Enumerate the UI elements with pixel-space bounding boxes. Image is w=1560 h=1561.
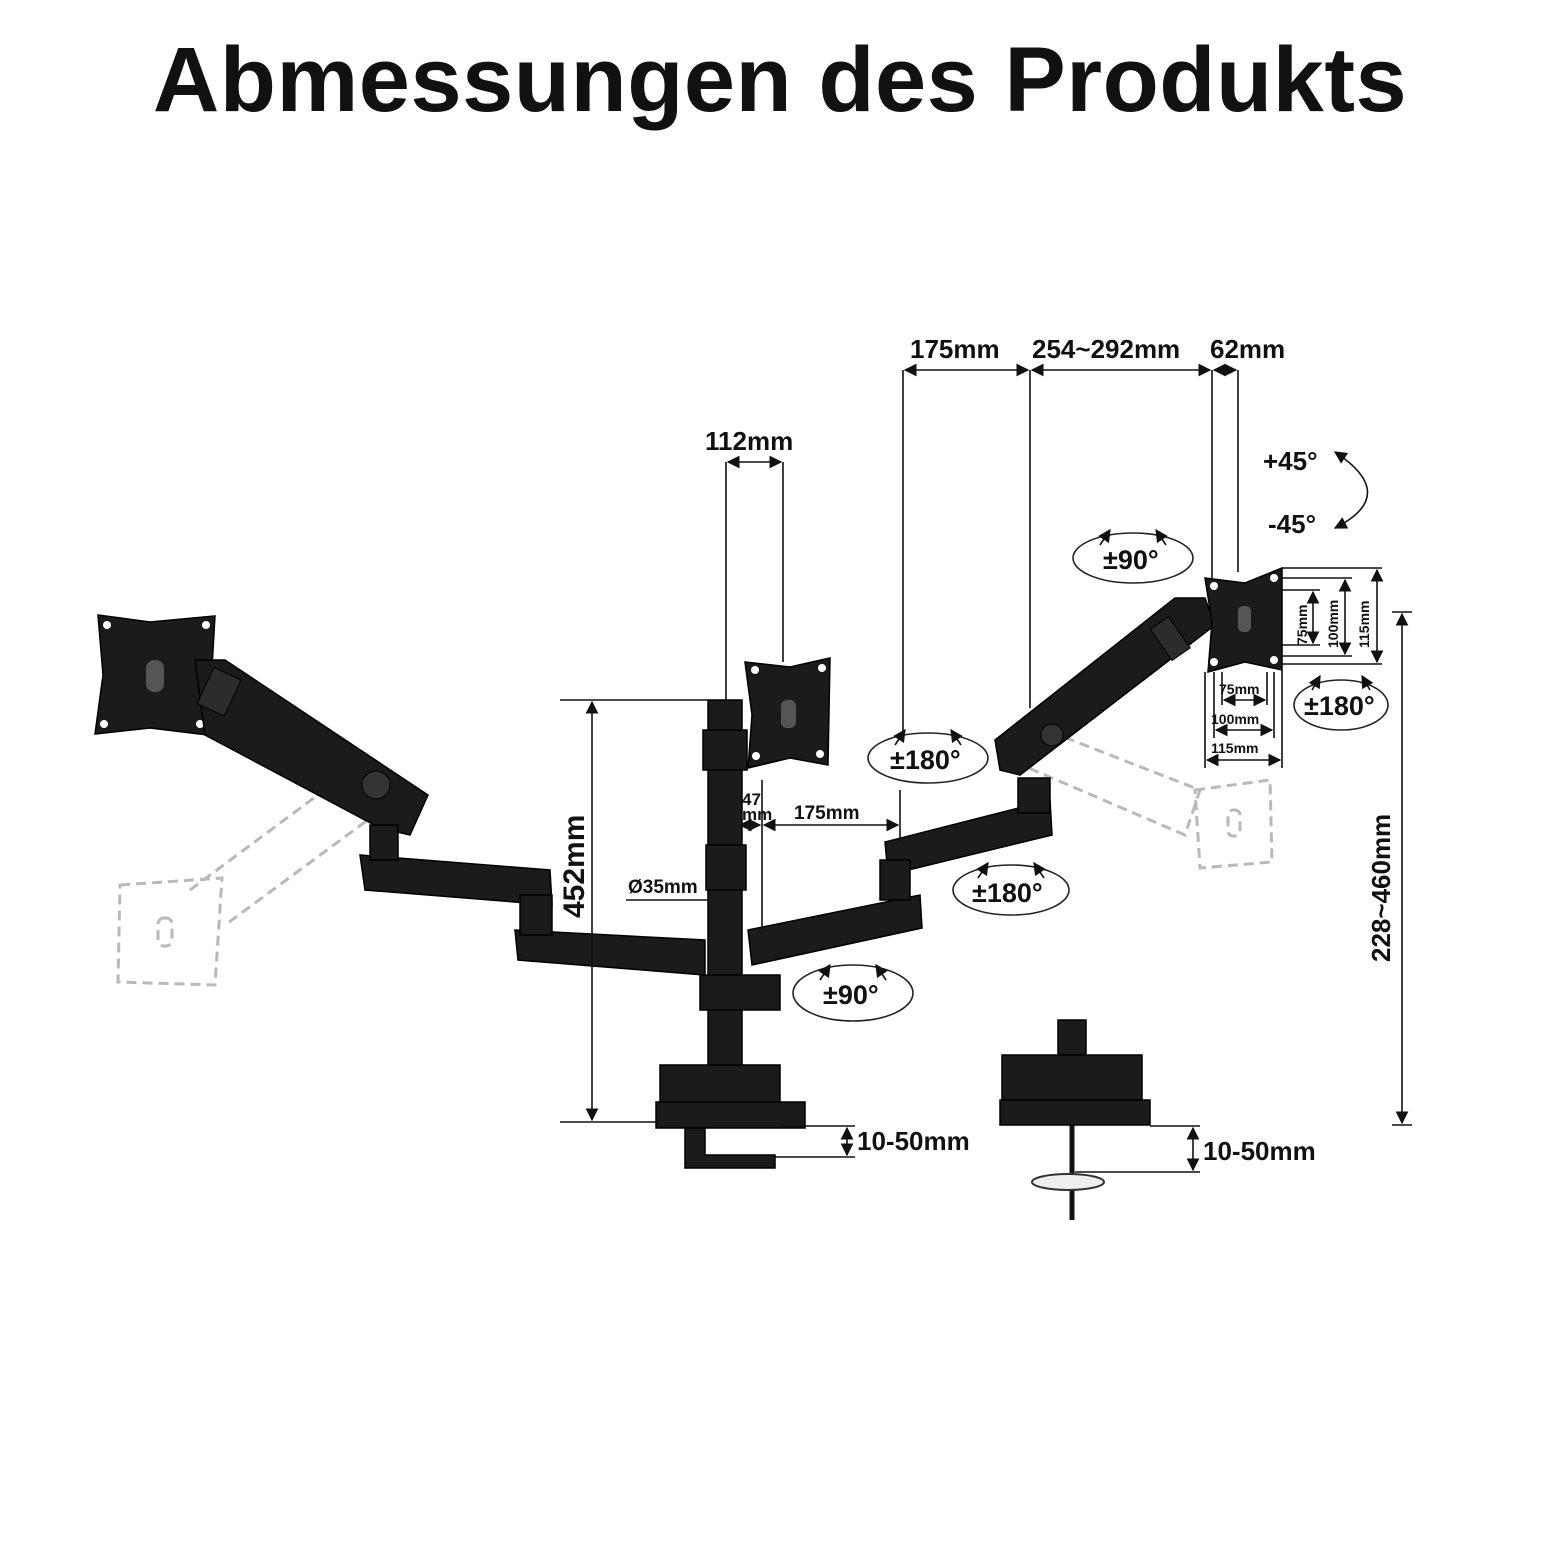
label-clamp-thickness: 10-50mm	[857, 1126, 970, 1156]
left-monitor-plate	[94, 614, 216, 736]
label-vesa-h-75: 75mm	[1219, 681, 1259, 697]
dimension-lines	[560, 363, 1412, 1173]
label-top-175: 175mm	[910, 334, 1000, 364]
label-pole-gap-47: 47	[742, 790, 761, 809]
label-rotate-arm: ±180°	[972, 878, 1043, 908]
right-upper-arm	[994, 597, 1216, 776]
label-tilt-up: +45°	[1263, 446, 1318, 476]
label-pole-height-452: 452mm	[558, 815, 591, 918]
label-vesa-v-75: 75mm	[1294, 605, 1310, 645]
page-title: Abmessungen des Produkts	[152, 29, 1408, 131]
label-vesa-h-115: 115mm	[1211, 740, 1258, 756]
center-pole	[699, 699, 781, 1071]
rotation-indicators	[792, 528, 1389, 1022]
label-top-254-292: 254~292mm	[1032, 334, 1180, 364]
ghost-right-monitor	[1009, 718, 1274, 870]
label-pole-gap-mm: mm	[742, 805, 772, 824]
label-height-range: 228~460mm	[1366, 814, 1396, 962]
label-rotate-mid: ±180°	[890, 745, 961, 775]
grommet-mount	[999, 1019, 1151, 1220]
label-vesa-h-100: 100mm	[1211, 711, 1259, 727]
label-swivel-base: ±90°	[823, 980, 879, 1010]
desk-clamp	[655, 1064, 806, 1169]
label-tilt-down: -45°	[1268, 509, 1316, 539]
label-vesa-v-115: 115mm	[1356, 601, 1372, 648]
label-swivel-top: ±90°	[1103, 545, 1159, 575]
left-upper-arm	[194, 659, 429, 836]
label-grommet-thickness: 10-50mm	[1203, 1136, 1316, 1166]
right-monitor-plate	[1204, 566, 1283, 674]
label-pole-offset-112: 112mm	[705, 426, 793, 456]
label-vesa-v-100: 100mm	[1325, 600, 1341, 648]
label-pole-diameter: Ø35mm	[628, 877, 698, 898]
label-arm-175: 175mm	[794, 803, 860, 824]
label-top-62: 62mm	[1210, 334, 1285, 364]
right-lower-arm	[747, 777, 1053, 966]
label-rotate-head: ±180°	[1304, 691, 1375, 721]
center-monitor-plate	[744, 657, 831, 769]
